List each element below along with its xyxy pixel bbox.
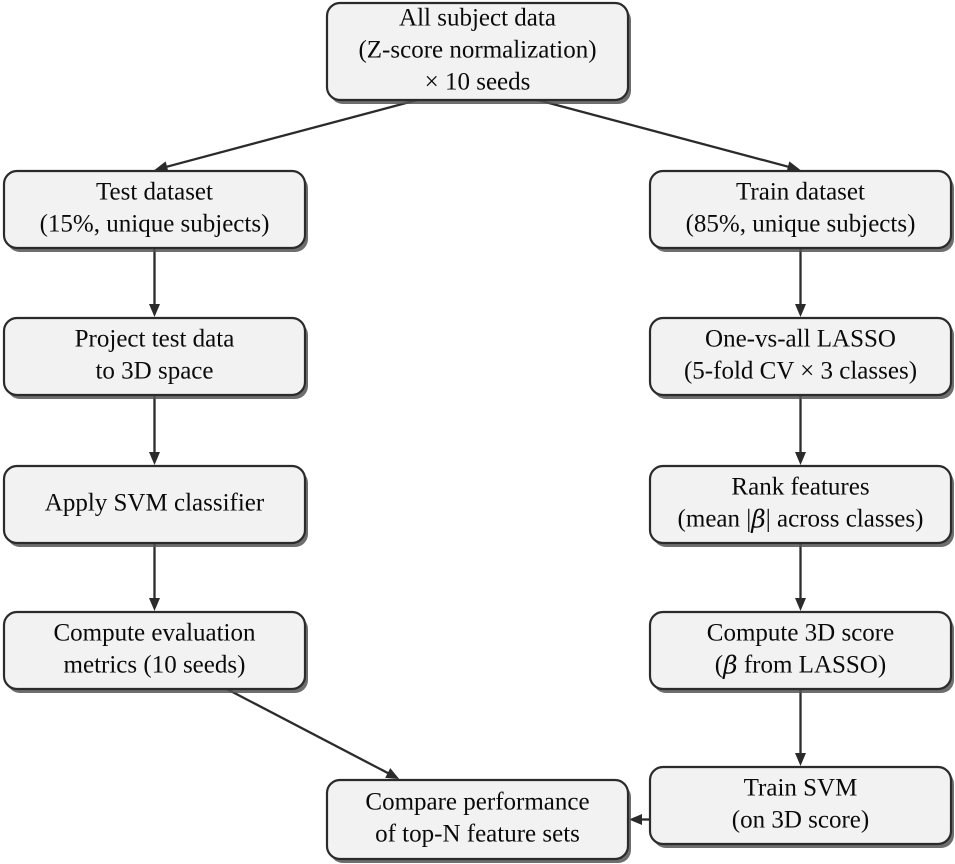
- node-box: [648, 765, 953, 846]
- node-box: [2, 316, 307, 397]
- edge-train-svm-to-compare: [629, 814, 650, 825]
- edge-train-to-lasso: [795, 248, 806, 317]
- node-project-test-data: Project test data to 3D space: [2, 316, 308, 399]
- node-label-line: Train dataset: [736, 178, 865, 205]
- node-label-line: × 10 seeds: [425, 68, 531, 95]
- edge-metrics-to-compare: [226, 687, 400, 779]
- node-test-dataset: Test dataset (15%, unique subjects): [2, 169, 308, 252]
- node-label-line: (5-fold CV × 3 classes): [684, 357, 917, 384]
- edges-layer: [149, 98, 806, 825]
- node-box: [648, 316, 953, 397]
- edge-arrowhead: [385, 768, 400, 779]
- edge-rank-to-score: [795, 543, 806, 611]
- edge-arrowhead: [149, 304, 160, 317]
- edge-arrowhead: [795, 304, 806, 317]
- node-label-line: (85%, unique subjects): [686, 210, 916, 237]
- edge-lasso-to-rank: [795, 395, 806, 465]
- edge-arrowhead: [795, 598, 806, 611]
- node-compute-3d-score: Compute 3D score (β from LASSO): [648, 610, 954, 693]
- node-label-line: Compute 3D score: [707, 619, 894, 646]
- edge-arrowhead: [795, 753, 806, 766]
- node-label-line: of top-N feature sets: [375, 820, 580, 847]
- node-box: [2, 464, 307, 545]
- edge-score-to-train-svm: [795, 689, 806, 766]
- edge-line: [163, 98, 418, 169]
- node-box: [648, 464, 953, 545]
- edge-test-to-project: [149, 248, 160, 317]
- edge-line: [537, 98, 792, 169]
- node-label-line: Apply SVM classifier: [45, 489, 265, 516]
- node-compare-performance: Compare performance of top-N feature sets: [325, 778, 631, 863]
- node-label-line: to 3D space: [95, 357, 213, 384]
- edge-line: [226, 687, 391, 776]
- node-label-line: Compute evaluation: [53, 619, 256, 646]
- node-label-line: (on 3D score): [732, 806, 869, 833]
- node-train-svm: Train SVM (on 3D score): [648, 765, 954, 848]
- node-apply-svm-classifier: Apply SVM classifier: [2, 464, 308, 547]
- node-label-line: All subject data: [399, 4, 556, 31]
- edge-arrowhead: [786, 161, 801, 172]
- node-label-line: (Z-score normalization): [358, 36, 596, 63]
- node-label-line: Rank features: [731, 473, 869, 500]
- edge-arrowhead: [795, 452, 806, 465]
- node-one-vs-all-lasso: One-vs-all LASSO (5-fold CV × 3 classes): [648, 316, 954, 399]
- node-rank-features: Rank features (mean |β| across classes): [648, 464, 954, 547]
- node-label-line: metrics (10 seeds): [64, 651, 246, 678]
- node-label-line: (15%, unique subjects): [40, 210, 270, 237]
- node-label-line: Test dataset: [96, 178, 213, 205]
- node-label-line: Train SVM: [744, 774, 858, 801]
- node-box: [325, 1, 630, 102]
- node-box: [325, 778, 630, 861]
- node-box: [648, 610, 953, 691]
- edge-all-to-test: [154, 98, 418, 172]
- edge-project-to-apply: [149, 395, 160, 465]
- edge-arrowhead: [149, 452, 160, 465]
- node-compute-evaluation-metrics: Compute evaluation metrics (10 seeds): [2, 610, 308, 693]
- node-label-line: Project test data: [75, 325, 235, 352]
- edge-arrowhead: [149, 598, 160, 611]
- node-label-line: Compare performance: [365, 788, 589, 815]
- node-train-dataset: Train dataset (85%, unique subjects): [648, 169, 954, 252]
- edge-arrowhead: [629, 814, 642, 825]
- edge-arrowhead: [154, 161, 169, 172]
- node-label-line: One-vs-all LASSO: [705, 325, 896, 352]
- edge-all-to-train: [537, 98, 801, 172]
- node-all-subject-data: All subject data (Z-score normalization) ×…: [325, 1, 631, 104]
- node-box: [2, 610, 307, 691]
- node-box: [648, 169, 953, 250]
- edge-apply-to-compute-metrics: [149, 543, 160, 611]
- node-label-line: (mean |β| across classes): [678, 504, 924, 533]
- node-box: [2, 169, 307, 250]
- node-label-line: (β from LASSO): [715, 650, 886, 679]
